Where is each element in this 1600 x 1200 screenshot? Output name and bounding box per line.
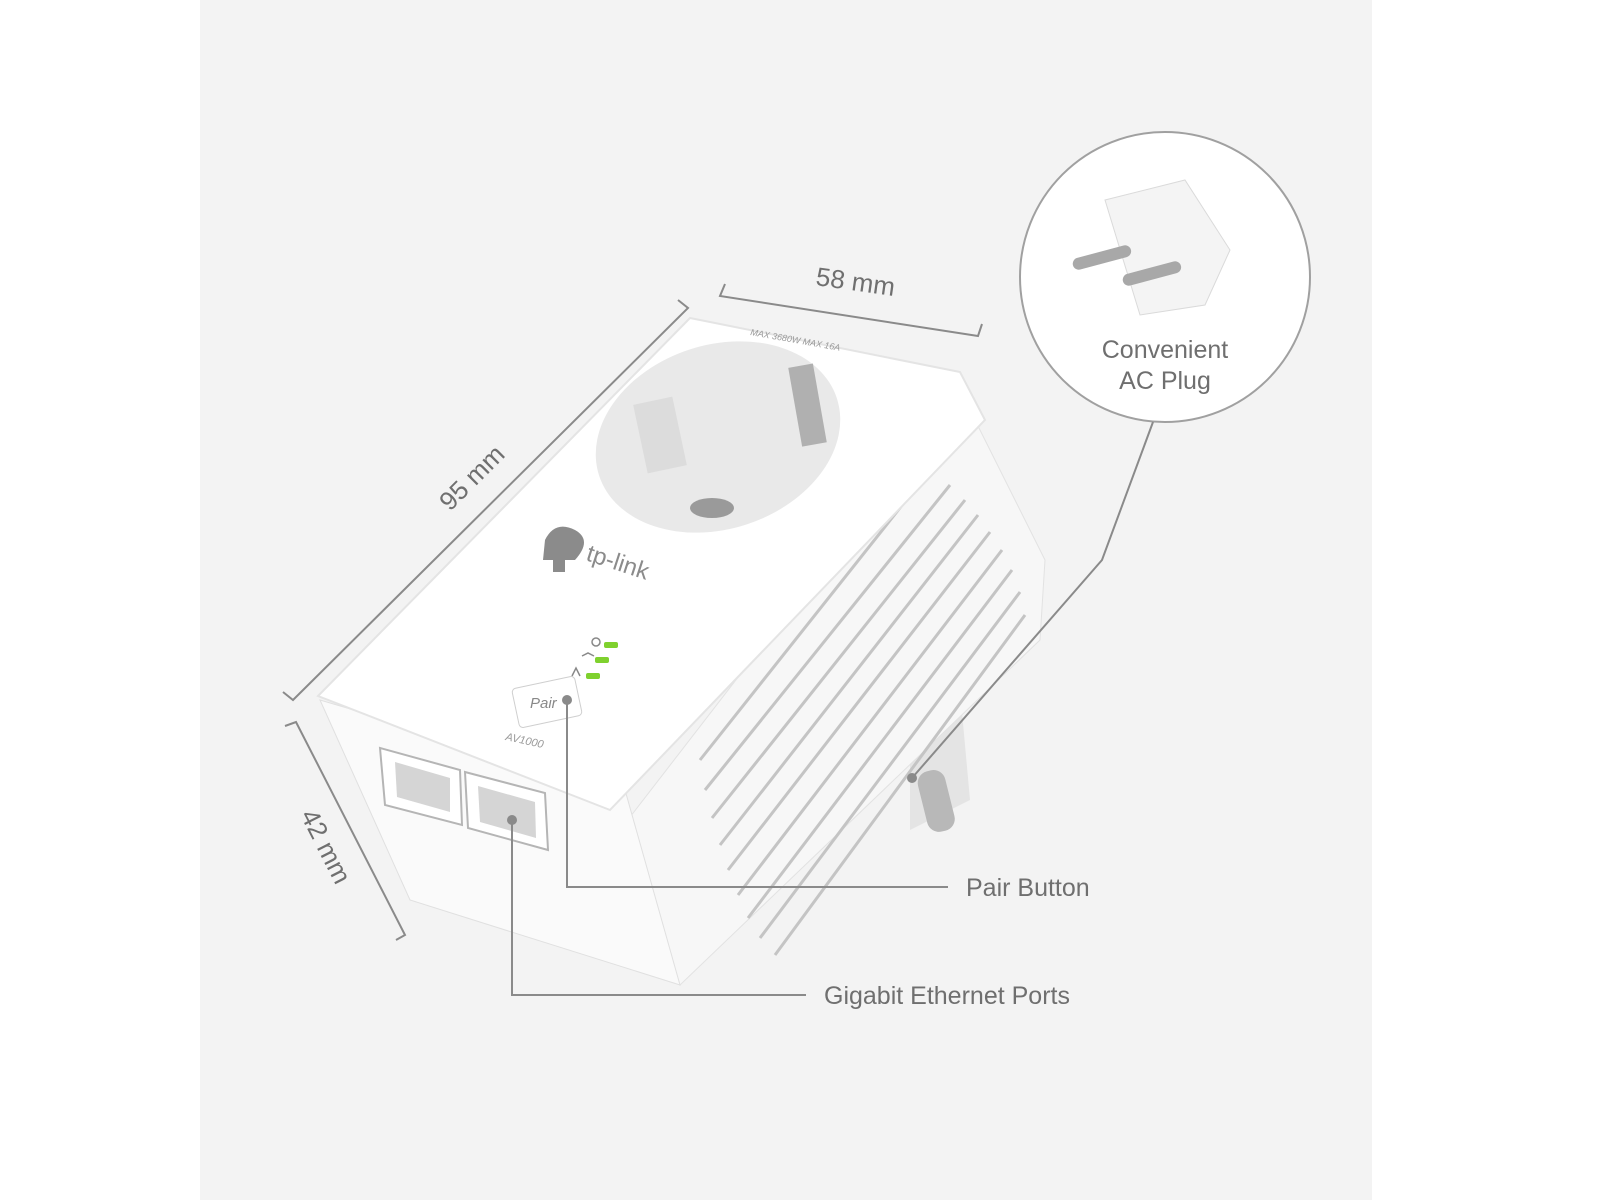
leader-lines [511, 421, 1154, 996]
ac-plug-label-line2: AC Plug [1119, 367, 1211, 395]
power-led [604, 642, 618, 648]
power-icon [591, 637, 601, 647]
svg-text:Pair: Pair [530, 695, 558, 712]
length-dimension-label: 95 mm [433, 439, 510, 516]
ethernet-led [586, 673, 600, 679]
powerline-icon [581, 652, 595, 657]
width-dimension-line [718, 283, 983, 338]
vent-slots [698, 469, 1027, 956]
powerline-led [595, 657, 609, 663]
ethernet-ports [378, 746, 550, 852]
status-leds [571, 637, 618, 679]
ac-plug-callout: Convenient AC Plug [1019, 131, 1311, 423]
dimension-lines [282, 283, 983, 941]
depth-dimension-line [284, 720, 407, 941]
plug-pin [917, 770, 955, 832]
length-dimension-line [282, 299, 690, 702]
ac-socket [595, 341, 841, 533]
width-dimension-label: 58 mm [814, 261, 897, 302]
ac-plug-label-line1: Convenient [1102, 336, 1229, 364]
pair-button: Pair [511, 676, 583, 728]
depth-dimension-label: 42 mm [295, 804, 358, 888]
pair-button-label: Pair Button [966, 874, 1090, 902]
ethernet-ports-label: Gigabit Ethernet Ports [824, 982, 1070, 1010]
tp-link-logo [543, 526, 584, 572]
ethernet-icon [571, 666, 581, 677]
powerline-adapter: MAX 3680W MAX 16A tp-link Pair AV1000 [316, 316, 1046, 986]
